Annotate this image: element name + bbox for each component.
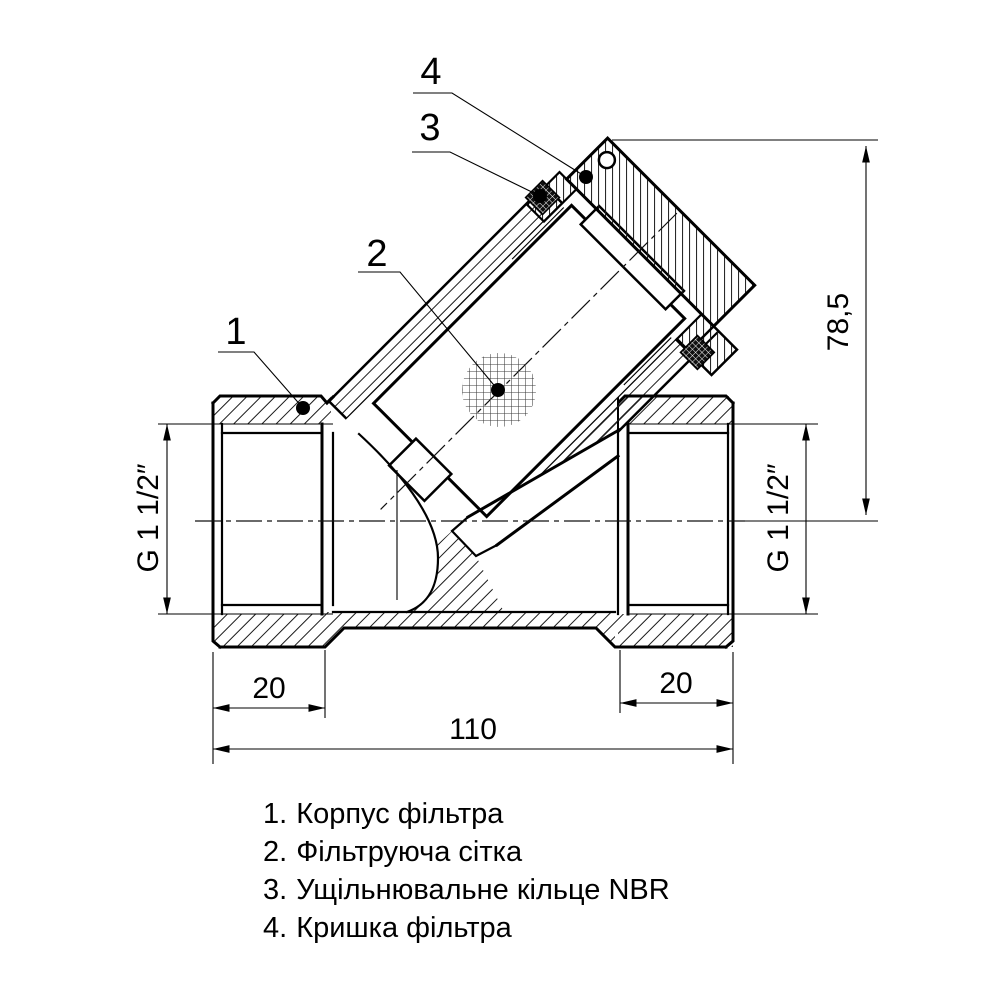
legend-item-3: 3.Ущільнювальне кільце NBR (263, 871, 670, 909)
internal-cavities (333, 428, 619, 612)
legend-item-1-label: Корпус фільтра (296, 798, 504, 830)
valve-section-drawing: 78,5 G 1 1/2″ G 1 1/2″ 20 20 110 1 2 (132, 51, 878, 764)
bottom-profile (218, 626, 728, 649)
legend-item-2-number: 2. (263, 836, 288, 868)
callout-4: 4 (413, 51, 593, 184)
callout-1: 1 (218, 311, 310, 415)
o-ring-lower (679, 334, 716, 371)
cap-hole (597, 150, 617, 170)
legend-item-4-number: 4. (263, 912, 288, 944)
legend-item-3-label: Ущільнювальне кільце NBR (296, 874, 670, 906)
legend-item-2-label: Фільтруюча сітка (296, 836, 523, 868)
seat-notch (450, 515, 499, 558)
body-outlines (210, 394, 736, 650)
callout-4-label: 4 (420, 51, 441, 93)
dim-height: 78,5 (822, 293, 855, 351)
callout-1-dot (296, 401, 310, 415)
bottom-wall (325, 612, 618, 628)
callout-4-dot (579, 170, 593, 184)
legend-item-4-label: Кришка фільтра (296, 912, 512, 944)
legend-item-1-number: 1. (263, 798, 288, 830)
right-port-outline (616, 394, 736, 406)
callout-2-label: 2 (366, 233, 387, 275)
legend-item-1: 1.Корпус фільтра (263, 795, 670, 833)
legend-item-2: 2.Фільтруюча сітка (263, 833, 670, 871)
callout-3: 3 (412, 107, 547, 203)
cavity-curve (357, 432, 440, 614)
legend-item-3-number: 3. (263, 874, 288, 906)
left-port-outline (210, 394, 336, 406)
filter-cap (564, 136, 757, 329)
dim-thread-left: G 1 1/2″ (132, 463, 165, 572)
right-port-bottom-wall (618, 614, 733, 647)
dim-length: 110 (449, 713, 497, 746)
left-port-top-wall (213, 396, 331, 424)
branch-centerline (380, 212, 678, 510)
legend: 1.Корпус фільтра 2.Фільтруюча сітка 3.Ущ… (263, 795, 670, 947)
dimensions: 78,5 G 1 1/2″ G 1 1/2″ 20 20 110 (132, 139, 878, 764)
callout-1-label: 1 (225, 311, 246, 353)
callout-2-dot (491, 383, 505, 397)
callout-2: 2 (358, 233, 505, 397)
legend-item-4: 4.Кришка фільтра (263, 909, 670, 947)
dim-thread-right: G 1 1/2″ (762, 463, 795, 572)
callout-3-label: 3 (419, 107, 440, 149)
dim-inset-left: 20 (252, 672, 285, 705)
funnel-upper (465, 427, 622, 520)
funnel-lower (494, 453, 621, 548)
dim-inset-right: 20 (659, 667, 692, 700)
left-port-bottom-wall (213, 614, 325, 647)
callouts: 1 2 3 4 (218, 51, 593, 415)
callout-3-dot (533, 189, 547, 203)
